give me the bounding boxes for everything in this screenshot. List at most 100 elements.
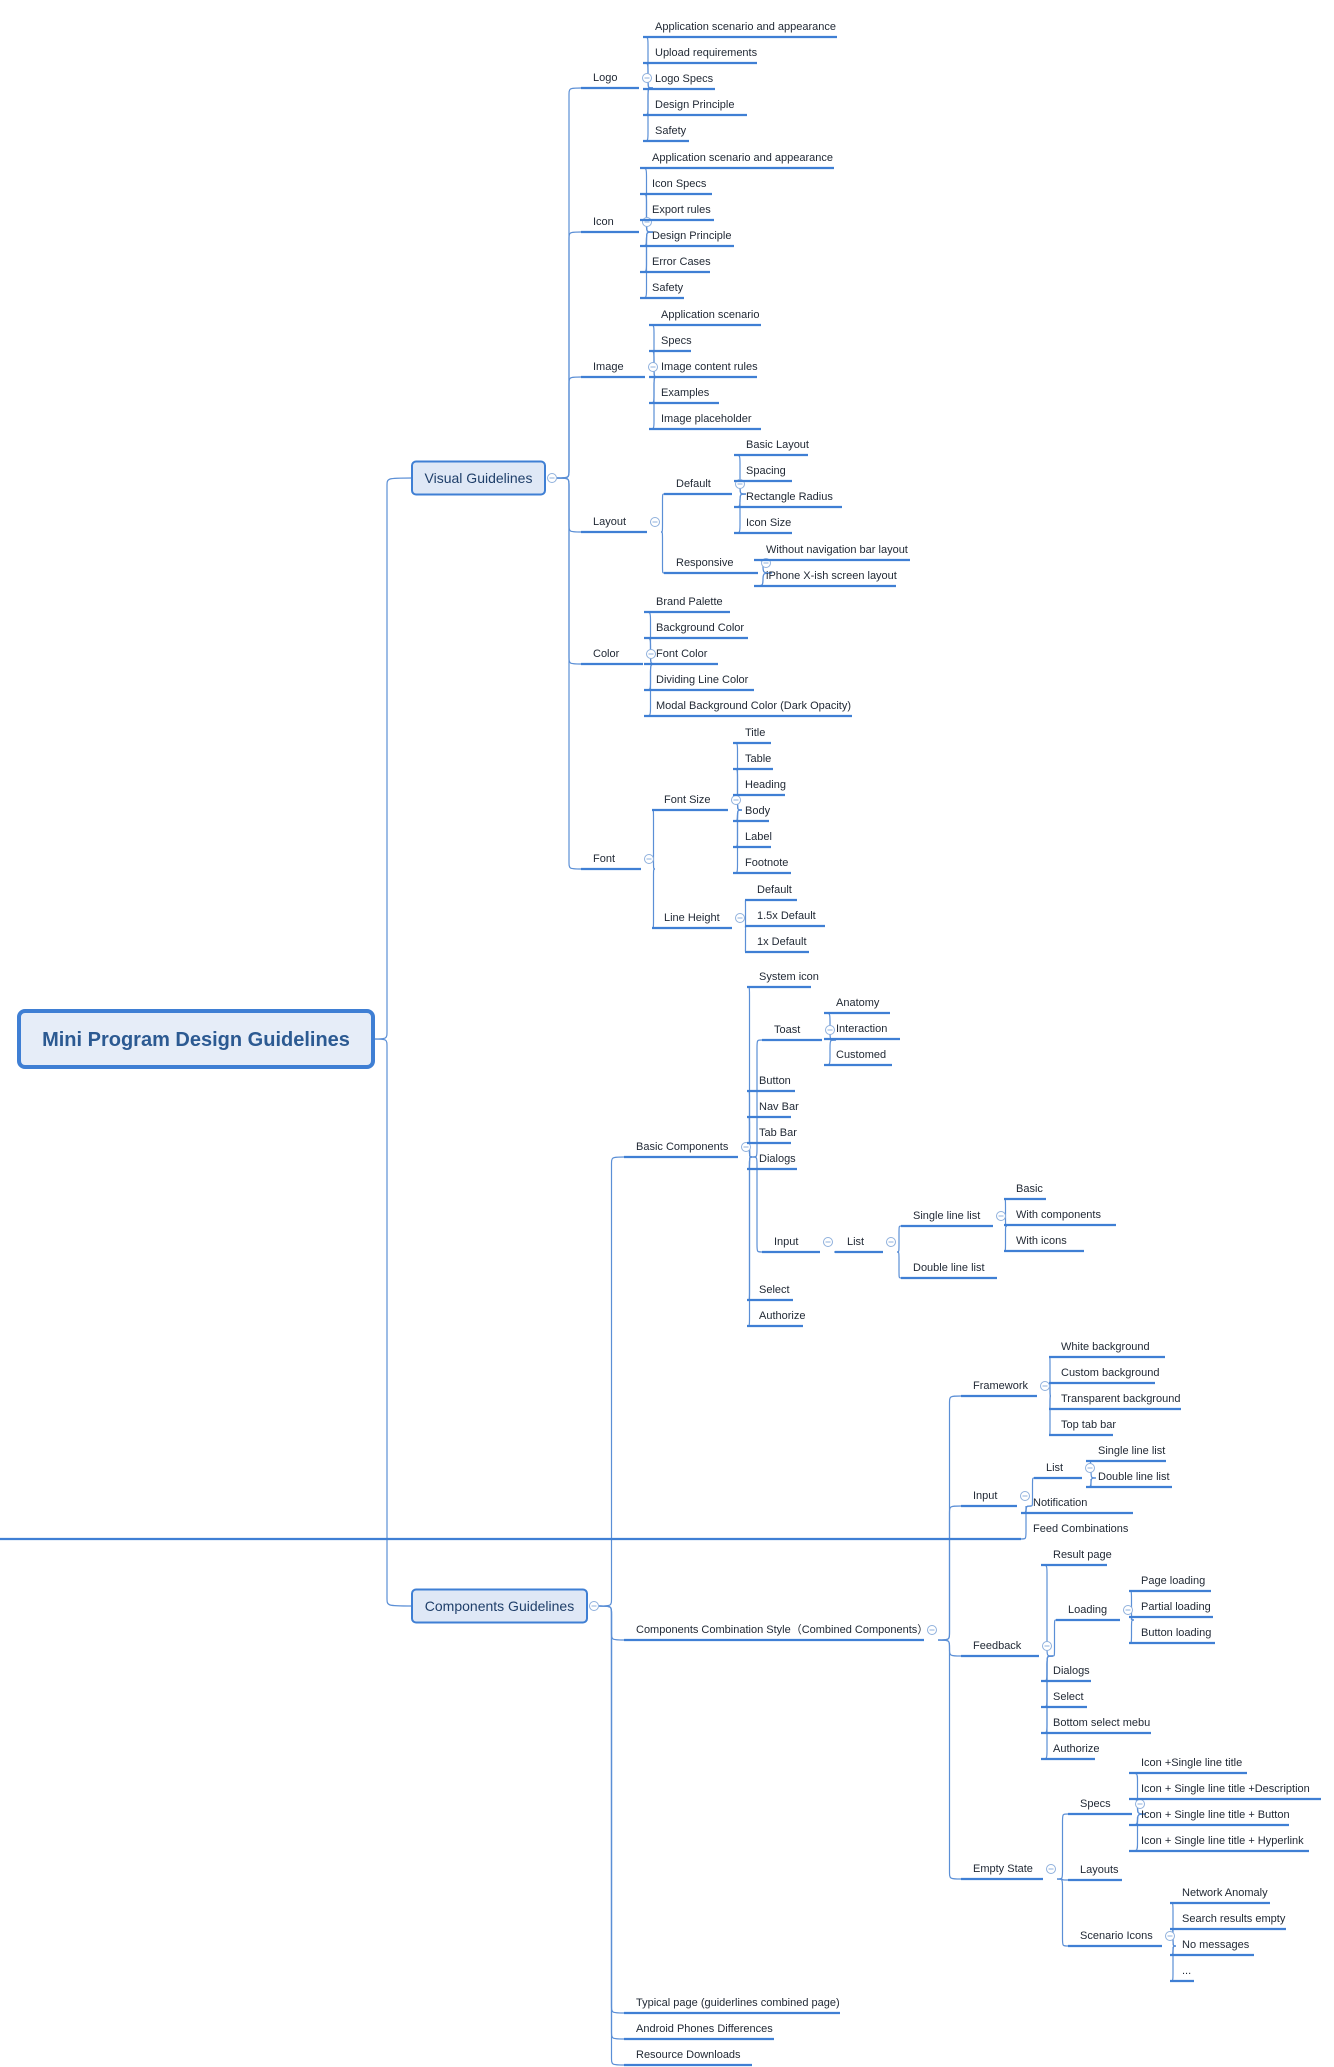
- application-scenario-and-appearance-label: Application scenario and appearance: [652, 152, 833, 164]
- font-collapse-icon[interactable]: [644, 854, 654, 864]
- upload-requirements-label: Upload requirements: [655, 47, 758, 59]
- 1x-default-label: 1x Default: [757, 936, 807, 948]
- label-label: Label: [745, 831, 772, 843]
- scenario-icons-label: Scenario Icons: [1080, 1930, 1153, 1942]
- font-label: Font: [593, 853, 615, 865]
- list-collapse-icon[interactable]: [886, 1237, 896, 1247]
- line-height-collapse-icon[interactable]: [735, 913, 745, 923]
- input-collapse-icon[interactable]: [1020, 1491, 1030, 1501]
- connector-resource-downloads: [598, 1605, 625, 2066]
- body-label: Body: [745, 805, 771, 817]
- basic-components-collapse-icon[interactable]: [741, 1142, 751, 1152]
- visual-guidelines-node[interactable]: [411, 460, 546, 496]
- list-collapse-icon[interactable]: [1085, 1463, 1095, 1473]
- specs-label: Specs: [661, 335, 692, 347]
- connector-font: [556, 477, 582, 870]
- connector-loading: [1052, 1619, 1057, 1657]
- application-scenario-label: Application scenario: [661, 309, 759, 321]
- heading-label: Heading: [745, 779, 786, 791]
- white-background-label: White background: [1061, 1341, 1150, 1353]
- font-size-collapse-icon[interactable]: [731, 795, 741, 805]
- ellipsis-label: ...: [1182, 1965, 1191, 1977]
- icon-single-line-title-button-label: Icon + Single line title + Button: [1141, 1809, 1290, 1821]
- components-guidelines-node[interactable]: [411, 1588, 588, 1624]
- connector-icon-size: [733, 493, 747, 534]
- toast-collapse-icon[interactable]: [825, 1025, 835, 1035]
- layout-collapse-icon[interactable]: [650, 517, 660, 527]
- components-combination-style-combined-components-collapse-icon[interactable]: [927, 1625, 937, 1635]
- scenario-icons-collapse-icon[interactable]: [1165, 1931, 1175, 1941]
- root-node[interactable]: [17, 1009, 375, 1069]
- components-guidelines-collapse-icon[interactable]: [589, 1601, 599, 1611]
- network-anomaly-label: Network Anomaly: [1182, 1887, 1268, 1899]
- notification-label: Notification: [1033, 1497, 1087, 1509]
- without-navigation-bar-layout-label: Without navigation bar layout: [766, 544, 908, 556]
- default-label: Default: [757, 884, 792, 896]
- connector-toast: [751, 1039, 763, 1158]
- empty-state-collapse-icon[interactable]: [1046, 1864, 1056, 1874]
- input-collapse-icon[interactable]: [823, 1237, 833, 1247]
- customed-label: Customed: [836, 1049, 886, 1061]
- specs-label: Specs: [1080, 1798, 1111, 1810]
- dividing-line-color-label: Dividing Line Color: [656, 674, 749, 686]
- icon-single-line-title-description-label: Icon + Single line title +Description: [1141, 1783, 1310, 1795]
- root-title: Mini Program Design Guidelines: [42, 1029, 350, 1051]
- connector-single-line-list: [896, 1225, 902, 1253]
- basic-label: Basic: [1016, 1183, 1043, 1195]
- anatomy-label: Anatomy: [836, 997, 880, 1009]
- connector-double-line-list: [896, 1251, 902, 1279]
- image-collapse-icon[interactable]: [648, 362, 658, 372]
- footnote-label: Footnote: [745, 857, 788, 869]
- connector-default: [660, 493, 665, 533]
- partial-loading-label: Partial loading: [1141, 1601, 1211, 1613]
- design-principle-label: Design Principle: [652, 230, 731, 242]
- specs-collapse-icon[interactable]: [1135, 1799, 1145, 1809]
- transparent-background-label: Transparent background: [1061, 1393, 1180, 1405]
- logo-collapse-icon[interactable]: [642, 73, 652, 83]
- basic-components-label: Basic Components: [636, 1141, 729, 1153]
- framework-collapse-icon[interactable]: [1040, 1381, 1050, 1391]
- dialogs-label: Dialogs: [1053, 1665, 1090, 1677]
- connector-button-loading: [1128, 1619, 1135, 1644]
- export-rules-label: Export rules: [652, 204, 711, 216]
- connector-with-icons: [1003, 1225, 1008, 1252]
- single-line-list-collapse-icon[interactable]: [996, 1211, 1006, 1221]
- safety-label: Safety: [652, 282, 684, 294]
- table-label: Table: [745, 753, 771, 765]
- page-loading-label: Page loading: [1141, 1575, 1205, 1587]
- connector-footnote: [732, 809, 743, 874]
- dialogs-label: Dialogs: [759, 1153, 796, 1165]
- font-size-label: Font Size: [664, 794, 710, 806]
- double-line-list-label: Double line list: [1098, 1471, 1170, 1483]
- connector-customed: [823, 1039, 837, 1066]
- spacing-label: Spacing: [746, 465, 786, 477]
- icon-collapse-icon[interactable]: [642, 217, 652, 227]
- interaction-label: Interaction: [836, 1023, 887, 1035]
- color-collapse-icon[interactable]: [646, 649, 656, 659]
- feedback-label: Feedback: [973, 1640, 1022, 1652]
- icon-size-label: Icon Size: [746, 517, 791, 529]
- visual-guidelines-collapse-icon[interactable]: [547, 473, 557, 483]
- default-label: Default: [676, 478, 711, 490]
- top-tab-bar-label: Top tab bar: [1061, 1419, 1116, 1431]
- connector-lines: [372, 36, 1177, 2066]
- connector-input: [751, 1156, 763, 1253]
- resource-downloads-label: Resource Downloads: [636, 2049, 741, 2061]
- android-phones-differences-label: Android Phones Differences: [636, 2023, 773, 2035]
- image-placeholder-label: Image placeholder: [661, 413, 752, 425]
- icon-single-line-title-label: Icon +Single line title: [1141, 1757, 1242, 1769]
- double-line-list-label: Double line list: [913, 1262, 985, 1274]
- application-scenario-and-appearance-label: Application scenario and appearance: [655, 21, 836, 33]
- input-label: Input: [774, 1236, 798, 1248]
- button-loading-label: Button loading: [1141, 1627, 1211, 1639]
- custom-background-label: Custom background: [1061, 1367, 1159, 1379]
- examples-label: Examples: [661, 387, 710, 399]
- tab-bar-label: Tab Bar: [759, 1127, 797, 1139]
- connector-double-line-list: [1085, 1477, 1097, 1488]
- logo-label: Logo: [593, 72, 617, 84]
- loading-collapse-icon[interactable]: [1123, 1605, 1133, 1615]
- toast-label: Toast: [774, 1024, 800, 1036]
- title-label: Title: [745, 727, 765, 739]
- no-messages-label: No messages: [1182, 1939, 1250, 1951]
- feedback-collapse-icon[interactable]: [1042, 1641, 1052, 1651]
